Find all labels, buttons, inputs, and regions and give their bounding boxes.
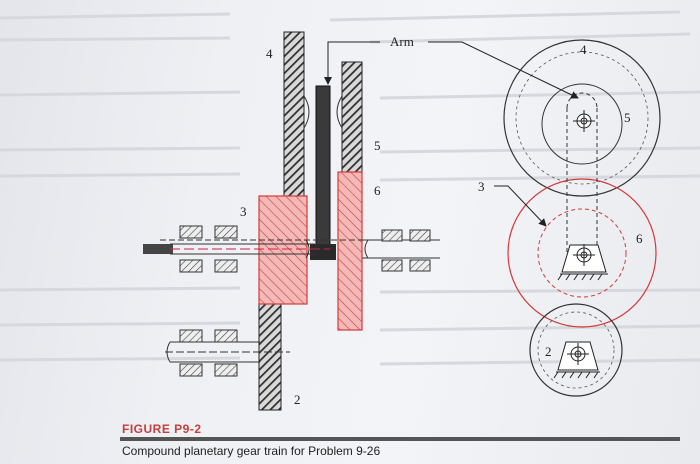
end-view: [428, 39, 661, 397]
gear4-circle: [503, 39, 661, 197]
gear3-section: [258, 195, 308, 305]
label-gear6-right: 6: [636, 231, 643, 246]
figure-caption-text: Compound planetary gear train for Proble…: [122, 444, 381, 458]
gear5-circle: [541, 83, 623, 165]
label-gear2-right: 2: [545, 344, 552, 359]
gear6-circle: [507, 178, 657, 328]
gear2-section: [258, 303, 282, 411]
label-gear4-left: 4: [266, 46, 273, 61]
input-shaft: [143, 244, 173, 254]
label-arm: Arm: [390, 34, 414, 49]
label-gear6-left: 6: [374, 183, 381, 198]
label-gear5-left: 5: [374, 138, 381, 153]
figure-caption-title: FIGURE P9-2: [122, 422, 202, 436]
label-gear4-right: 4: [580, 42, 587, 57]
gear6-section: [337, 171, 363, 331]
label-gear2-left: 2: [294, 392, 301, 407]
label-gear3-left: 3: [240, 204, 247, 219]
section-view: [143, 31, 440, 411]
gear2-circle: [529, 303, 623, 397]
gear5-section: [341, 61, 363, 173]
gear4-section: [283, 31, 305, 197]
label-gear3-right: 3: [478, 179, 485, 194]
arm-section: [315, 85, 331, 251]
label-gear5-right: 5: [624, 110, 631, 125]
caption-rule: [120, 437, 680, 441]
gear3-circle: [537, 208, 627, 298]
